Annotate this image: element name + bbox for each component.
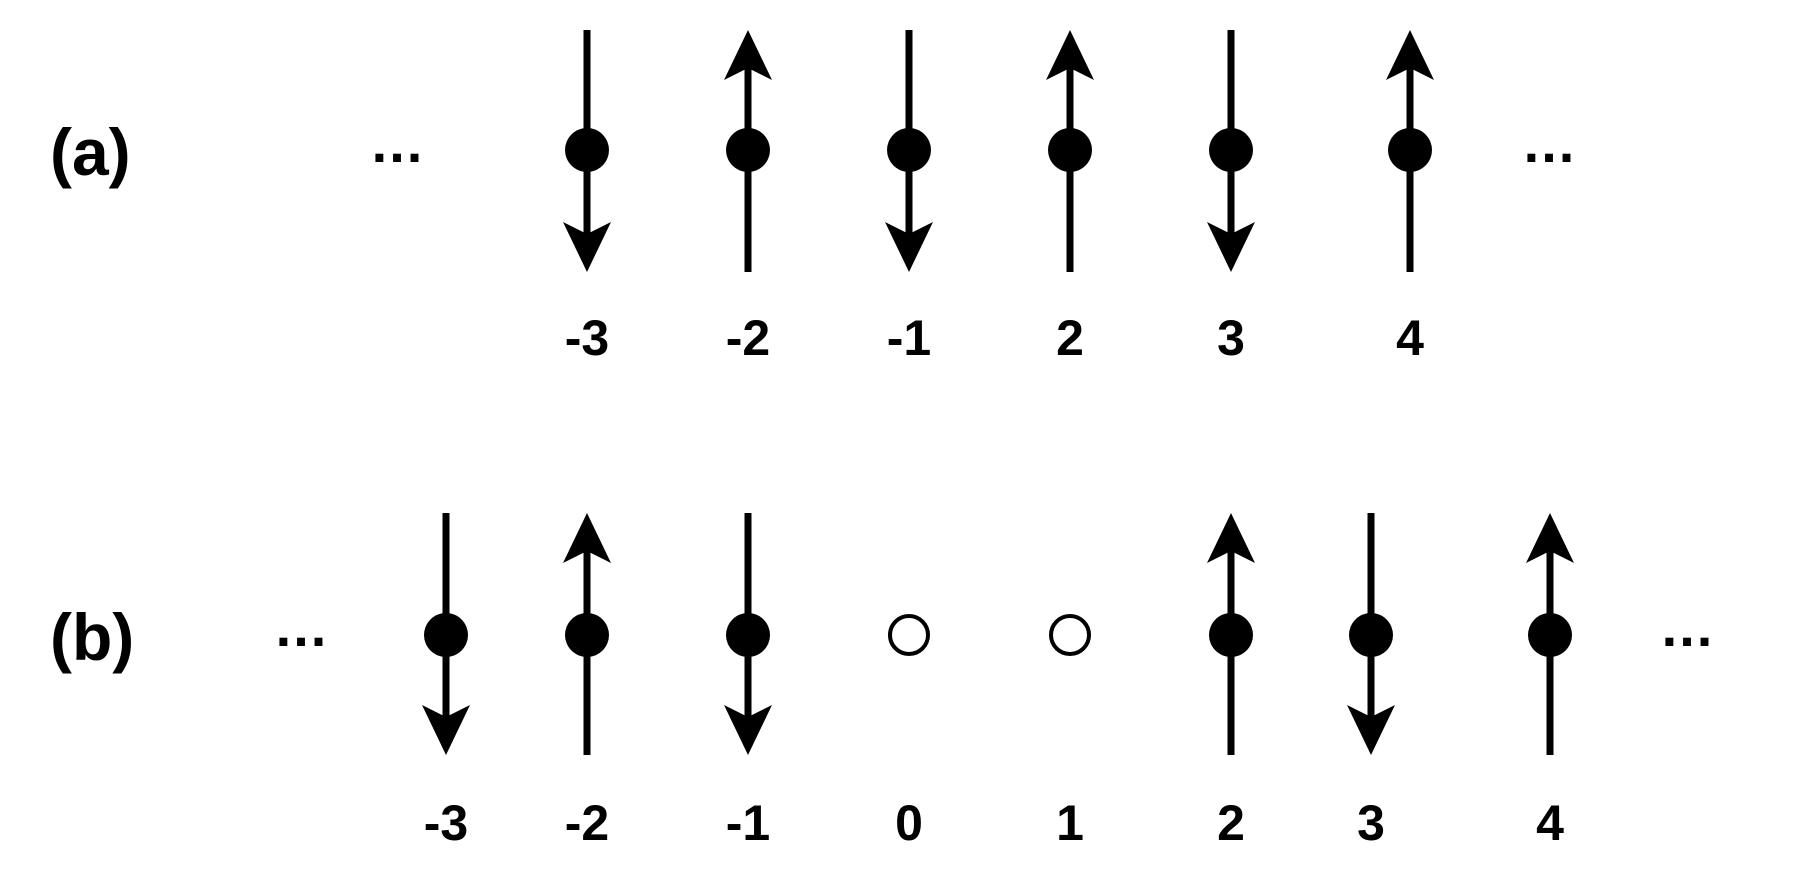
occupied-site-dot (565, 613, 609, 657)
site-index-label: 0 (895, 795, 923, 851)
site-index-label: -2 (726, 310, 770, 366)
spin-down-arrow-icon (422, 705, 470, 755)
site-index-label: 3 (1217, 310, 1245, 366)
occupied-site-dot (1528, 613, 1572, 657)
occupied-site-dot (565, 128, 609, 172)
panel-b-label: (b) (50, 600, 134, 674)
occupied-site-dot (726, 613, 770, 657)
occupied-site-dot (1209, 128, 1253, 172)
spin-up-arrow-icon (563, 513, 611, 563)
spin-up-arrow-icon (1386, 30, 1434, 80)
occupied-site-dot (1048, 128, 1092, 172)
site-4: 4 (1386, 30, 1434, 366)
site-index-label: 2 (1217, 795, 1245, 851)
site-m2: -2 (563, 513, 611, 851)
panel-b-right-ellipsis: ... (1662, 595, 1715, 658)
site-index-label: -3 (424, 795, 468, 851)
occupied-site-dot (1209, 613, 1253, 657)
site-m3: -3 (422, 513, 470, 851)
panel-b-left-ellipsis: ... (276, 595, 329, 658)
panel-b: (b) ... ... -3 -2 -1 0 1 2 3 4 (50, 513, 1715, 851)
empty-site-circle (888, 614, 930, 656)
site-index-label: -2 (565, 795, 609, 851)
site-1: 1 (1049, 614, 1091, 851)
spin-down-arrow-icon (885, 222, 933, 272)
panel-a-right-ellipsis: ... (1524, 111, 1577, 174)
occupied-site-dot (1388, 128, 1432, 172)
spin-up-arrow-icon (1207, 513, 1255, 563)
site-m1: -1 (885, 30, 933, 366)
site-index-label: 4 (1396, 310, 1424, 366)
site-index-label: 1 (1056, 795, 1084, 851)
panel-a-label: (a) (50, 115, 131, 189)
site-0: 0 (888, 614, 930, 851)
site-m3: -3 (563, 30, 611, 366)
occupied-site-dot (887, 128, 931, 172)
spin-up-arrow-icon (1526, 513, 1574, 563)
site-2: 2 (1046, 30, 1094, 366)
site-index-label: -3 (565, 310, 609, 366)
occupied-site-dot (424, 613, 468, 657)
site-2: 2 (1207, 513, 1255, 851)
site-index-label: 4 (1536, 795, 1564, 851)
panel-b-sites: -3 -2 -1 0 1 2 3 4 (422, 513, 1574, 851)
spin-down-arrow-icon (724, 705, 772, 755)
spin-up-arrow-icon (724, 30, 772, 80)
site-m2: -2 (724, 30, 772, 366)
occupied-site-dot (726, 128, 770, 172)
site-4: 4 (1526, 513, 1574, 851)
site-index-label: 3 (1357, 795, 1385, 851)
site-m1: -1 (724, 513, 772, 851)
panel-a: (a) ... ... -3 -2 -1 2 3 4 (50, 30, 1577, 366)
site-3: 3 (1207, 30, 1255, 366)
spin-down-arrow-icon (1207, 222, 1255, 272)
spin-down-arrow-icon (1347, 705, 1395, 755)
panel-a-left-ellipsis: ... (372, 111, 425, 174)
site-index-label: -1 (887, 310, 931, 366)
occupied-site-dot (1349, 613, 1393, 657)
spin-down-arrow-icon (563, 222, 611, 272)
panel-a-sites: -3 -2 -1 2 3 4 (563, 30, 1434, 366)
empty-site-circle (1049, 614, 1091, 656)
site-index-label: 2 (1056, 310, 1084, 366)
site-3: 3 (1347, 513, 1395, 851)
site-index-label: -1 (726, 795, 770, 851)
spin-up-arrow-icon (1046, 30, 1094, 80)
